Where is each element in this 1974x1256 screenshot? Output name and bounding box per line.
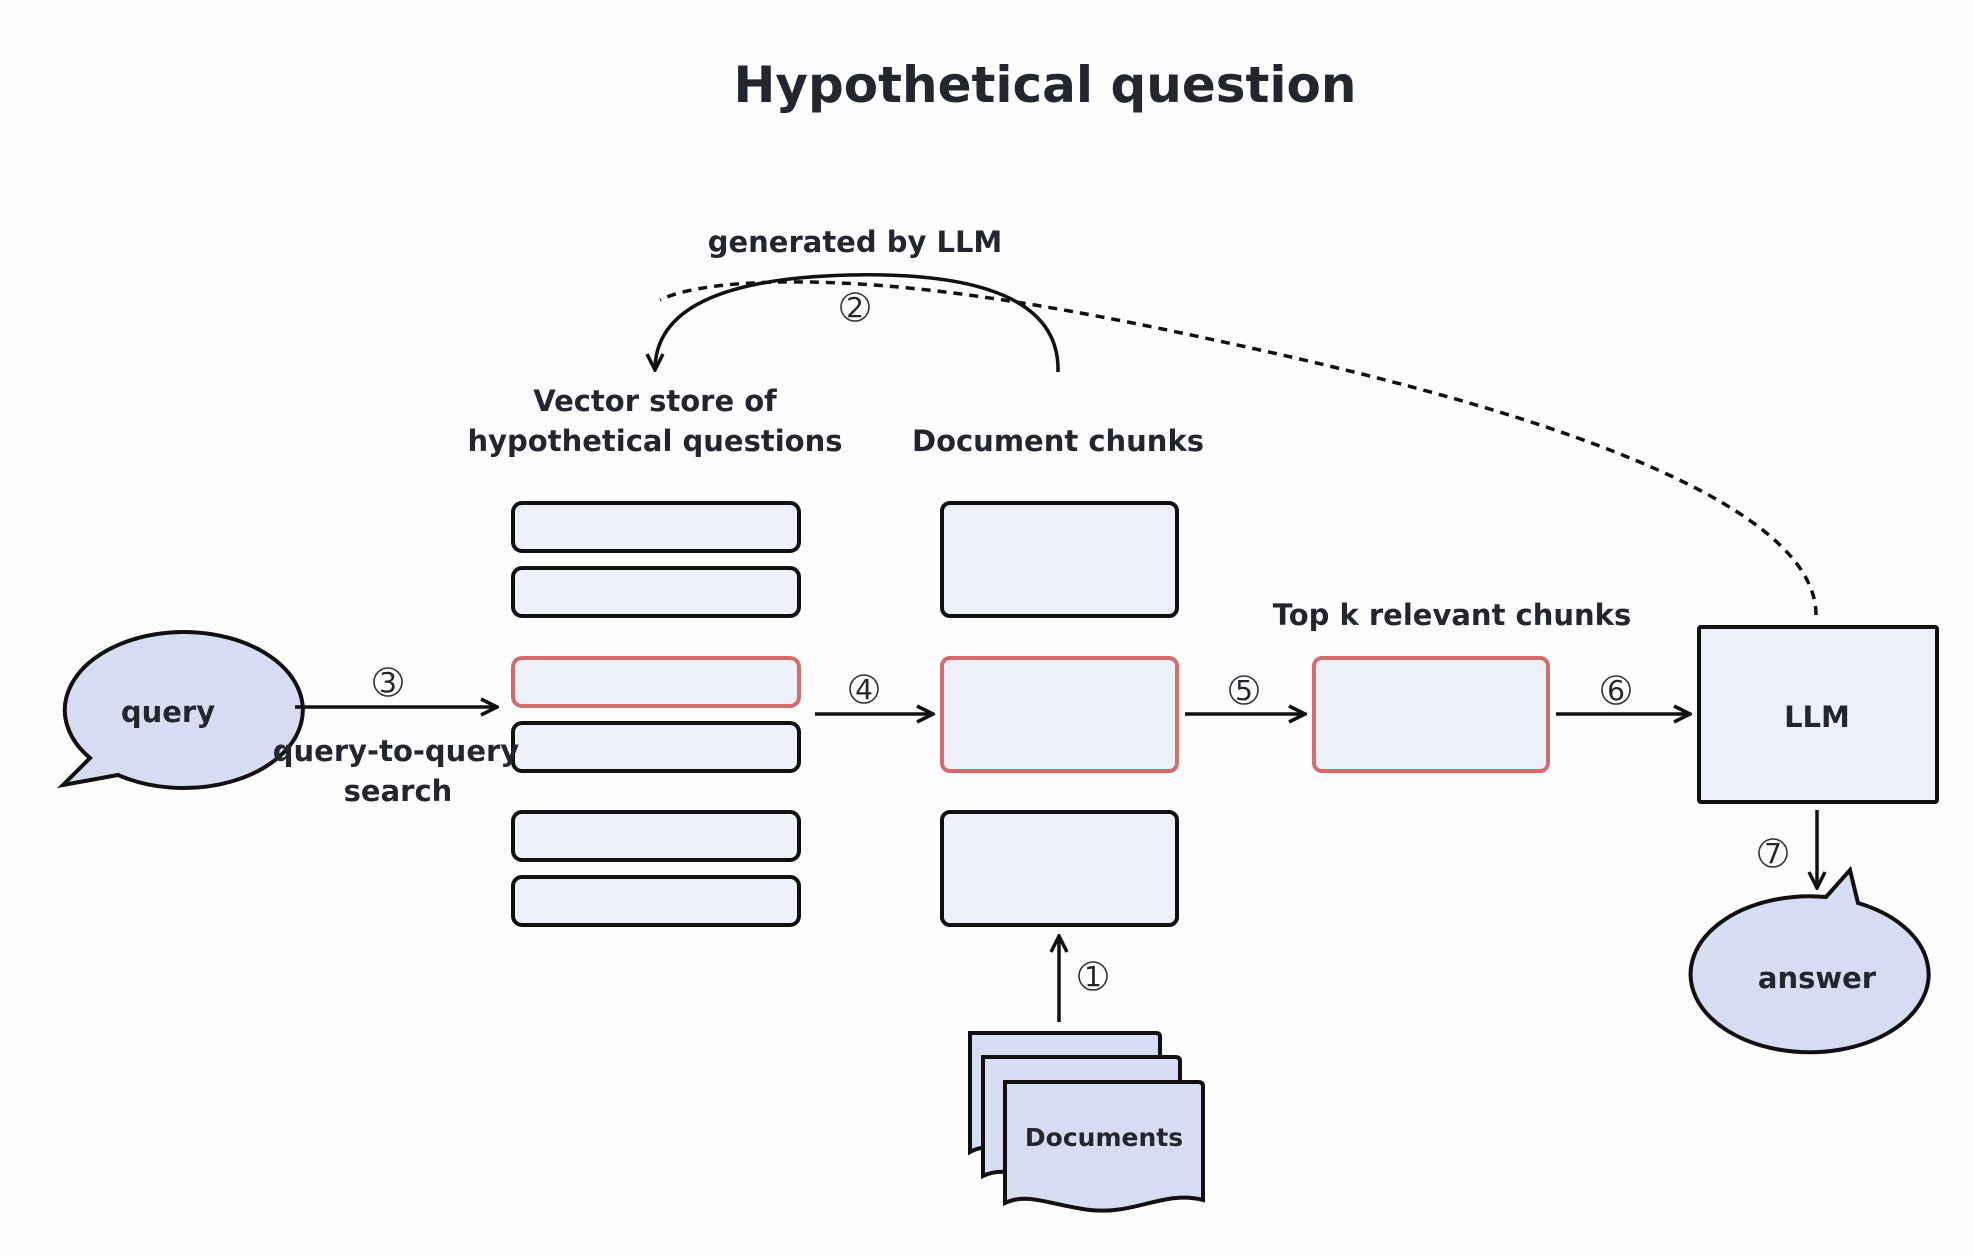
query-label: query <box>121 695 215 729</box>
step-7-number: 7 <box>1764 837 1782 870</box>
diagram-title: Hypothetical question <box>734 56 1357 114</box>
step-3-marker: 3 <box>373 666 403 699</box>
step-4-number: 4 <box>855 673 873 706</box>
chunk-box <box>940 501 1179 618</box>
vector-store-label-line1: Vector store of <box>533 384 777 418</box>
step-7-marker: 7 <box>1758 837 1788 870</box>
step-6-marker: 6 <box>1601 674 1631 707</box>
top-k-label: Top k relevant chunks <box>1273 598 1631 632</box>
step-1-marker: 1 <box>1078 960 1108 993</box>
documents-stack: Documents <box>968 1030 1205 1213</box>
llm-label: LLM <box>1784 700 1850 734</box>
question-box <box>511 566 801 618</box>
question-box <box>511 501 801 553</box>
generate-questions-arrow <box>655 273 1060 373</box>
step-1-number: 1 <box>1084 960 1102 993</box>
generated-by-llm-label: generated by LLM <box>708 225 1003 259</box>
step-2-number: 2 <box>846 291 864 324</box>
document-chunks <box>940 501 1179 927</box>
answer-bubble <box>1688 865 1931 1055</box>
matched-question-box <box>511 656 801 708</box>
query-to-query-label-line1: query-to-query <box>273 734 520 768</box>
step-6-number: 6 <box>1607 674 1625 707</box>
step-5-number: 5 <box>1235 674 1253 707</box>
document-page-front <box>1003 1080 1205 1213</box>
query-to-query-label-line2: search <box>344 774 453 808</box>
question-box <box>511 721 801 773</box>
query-bubble <box>57 630 305 791</box>
documents-label: Documents <box>1025 1123 1183 1152</box>
matched-chunk-box <box>940 656 1179 773</box>
step-2-marker: 2 <box>840 291 870 324</box>
top-k-chunk-box <box>1312 656 1550 773</box>
vector-store-label-line2: hypothetical questions <box>468 424 843 458</box>
step-4-marker: 4 <box>849 673 879 706</box>
llm-box <box>1697 625 1939 804</box>
document-chunks-label: Document chunks <box>912 424 1204 458</box>
question-box <box>511 810 801 862</box>
step-5-marker: 5 <box>1229 674 1259 707</box>
vector-store <box>511 501 801 927</box>
answer-label: answer <box>1758 961 1877 995</box>
step-3-number: 3 <box>379 666 397 699</box>
question-box <box>511 875 801 927</box>
chunk-box <box>940 810 1179 927</box>
